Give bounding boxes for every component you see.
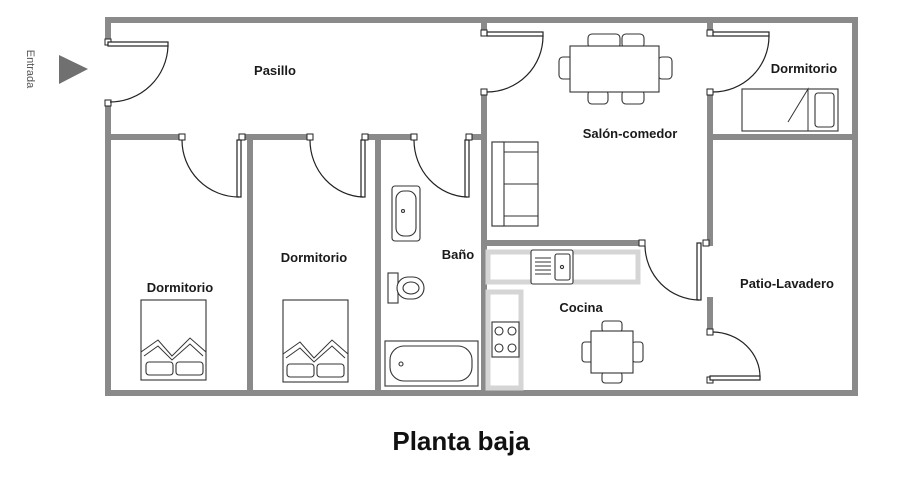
walls	[105, 17, 858, 396]
entrance-label: Entrada	[24, 50, 36, 89]
door-salon	[480, 29, 544, 96]
sink-icon	[530, 249, 574, 285]
entrance-arrow-icon	[59, 55, 88, 84]
room-label-dormitorio-left: Dormitorio	[147, 280, 214, 295]
door-patio	[706, 328, 761, 384]
bathtub-icon	[384, 340, 479, 387]
room-label-bano: Baño	[442, 247, 475, 262]
room-label-pasillo: Pasillo	[254, 63, 296, 78]
door-bano	[410, 133, 473, 198]
plan-title: Planta baja	[392, 426, 530, 456]
single-bed-icon	[741, 87, 839, 132]
entrance-door	[104, 38, 169, 107]
toilet-icon	[387, 272, 425, 304]
washbasin-icon	[391, 185, 421, 242]
room-label-dormitorio-middle: Dormitorio	[281, 250, 348, 265]
room-label-patio: Patio-Lavadero	[740, 276, 834, 291]
door-dormitorio-left	[178, 133, 246, 198]
room-label-dormitorio-top-right: Dormitorio	[771, 61, 838, 76]
door-cocina-patio	[638, 239, 710, 301]
double-bed-middle-icon	[282, 299, 349, 383]
room-label-cocina: Cocina	[559, 300, 603, 315]
room-label-salon: Salón-comedor	[583, 126, 678, 141]
dining-table-icon	[558, 33, 673, 105]
sofa-icon	[491, 141, 539, 227]
doors	[104, 29, 770, 384]
kitchen-table-icon	[581, 320, 644, 384]
door-dormitorio-top-right	[706, 29, 770, 96]
door-dormitorio-middle	[306, 133, 369, 198]
stove-icon	[491, 321, 520, 358]
double-bed-left-icon	[140, 299, 207, 381]
